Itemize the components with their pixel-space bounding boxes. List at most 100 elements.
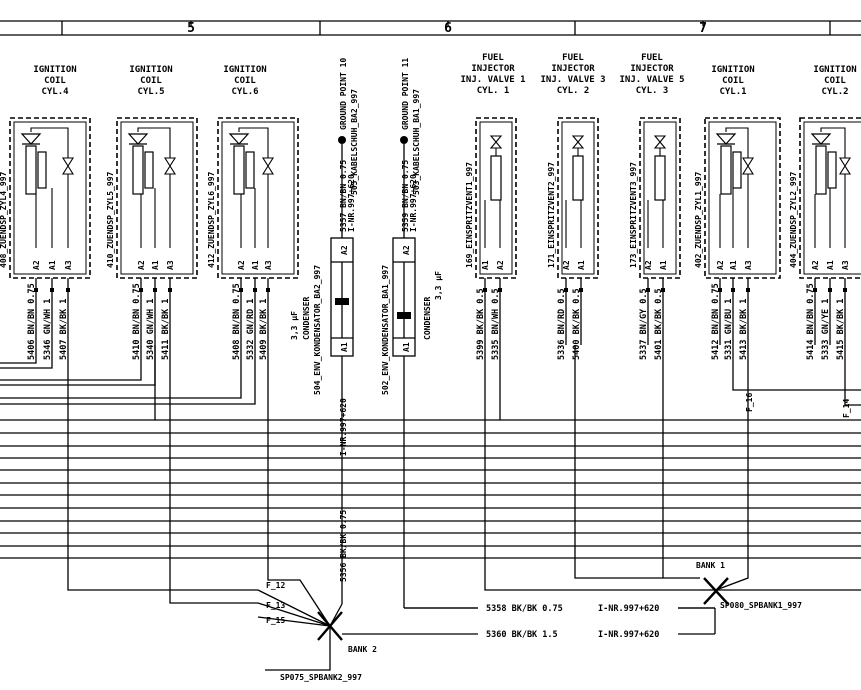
- condenser-ba1-pin-a2: A2: [402, 245, 411, 255]
- diode-icon: [127, 133, 149, 145]
- wire-label: 5407 BK/BK 1: [59, 299, 69, 360]
- label-f15: F_15: [266, 616, 285, 625]
- label-f14: F_14: [842, 399, 851, 418]
- diode-icon: [810, 133, 832, 145]
- pin-label: A2: [562, 260, 571, 270]
- component-title-line: INJECTOR: [471, 64, 515, 74]
- ground-point-10-wire: 5357 BN/BN 0.75: [339, 160, 348, 232]
- condenser-ba1: A2 A1 502_ENV_KONDENSATOR_BA1_997 CONDEN…: [381, 218, 715, 609]
- component-label: 402_ZUENDSP_ZYL1_997: [694, 171, 703, 268]
- ground-point-11-ref: I-NR.997+620: [409, 174, 418, 232]
- ground-point-10: GROUND POINT 10 505_KABELSCHUH_BA2_997 5…: [338, 58, 359, 232]
- condenser-ba1-name: CONDENSER: [423, 296, 432, 340]
- pin-label: A2: [32, 260, 41, 270]
- pin-label: A1: [826, 260, 835, 270]
- wire-label: 5409 BK/BK 1: [259, 299, 269, 360]
- bank1-ground-wires: BANK 1 SP080_SPBANK1_997 F_16 F_14: [484, 345, 861, 610]
- component-label: 410_ZUENDSP_ZYL5_997: [106, 171, 115, 268]
- condenser-ba2-label: 504_ENV_KONDENSATOR_BA2_997: [313, 265, 322, 395]
- condenser-ba2-pin-a2: A2: [340, 245, 349, 255]
- bank-ground-return: 5358 BK/BK 0.75 I-NR.997+620 5360 BK/BK …: [342, 602, 716, 640]
- wire-label: 5412 BN/BN 0.75: [711, 283, 721, 360]
- component-title-line: COIL: [44, 76, 66, 86]
- pin-label: A3: [64, 260, 73, 270]
- pin-label: A2: [811, 260, 820, 270]
- splice-sp080-label: SP080_SPBANK1_997: [720, 601, 802, 610]
- pin-label: A2: [496, 260, 505, 270]
- component-title-line: IGNITION: [33, 65, 76, 75]
- component-label: 412_ZUENDSP_ZYL6_997: [207, 171, 216, 268]
- wire-label: 5336 BN/RD 0.5: [557, 288, 567, 360]
- component-title-line: COIL: [824, 76, 846, 86]
- component-label: 169_EINSPRITZVENT1_997: [465, 162, 474, 268]
- component-label: 173_EINSPRITZVENT3_997: [629, 162, 638, 268]
- wire-label: 5332 GN/RD 1: [246, 299, 256, 360]
- wire-label: 5333 GN/YE 1: [821, 299, 831, 360]
- wire-5358-ref: I-NR.997+620: [598, 604, 659, 614]
- ground-point-10-title: GROUND POINT 10: [339, 58, 348, 130]
- component-title-line: CYL.6: [231, 87, 258, 97]
- zone-7: 7: [699, 21, 707, 36]
- spark-icon: [62, 157, 74, 175]
- wire-label: 5414 BN/BN 0.75: [806, 283, 816, 360]
- pin-label: A2: [137, 260, 146, 270]
- component-label: 171_EINSPRITZVENT2_997: [547, 162, 556, 268]
- pin-label: A3: [264, 260, 273, 270]
- ground-terminal-icon: [338, 136, 346, 144]
- component-label: 404_ZUENDSP_ZYL2_997: [789, 171, 798, 268]
- ground-point-10-label: 505_KABELSCHUH_BA2_997: [350, 89, 359, 195]
- zone-6: 6: [444, 21, 452, 36]
- condenser-ba2-value: 3,3 µF: [290, 311, 299, 340]
- pin-label: A3: [841, 260, 850, 270]
- spark-icon: [839, 157, 851, 175]
- component-title-line: IGNITION: [813, 65, 856, 75]
- wire-label: 5335 BN/WH 0.5: [491, 288, 501, 360]
- diode-icon: [20, 133, 42, 145]
- diode-icon: [228, 133, 250, 145]
- condenser-ba1-value: 3,3 µF: [434, 271, 443, 300]
- valve-icon: [489, 135, 503, 149]
- pin-label: A1: [481, 260, 490, 270]
- wire-5360-ref: I-NR.997+620: [598, 630, 659, 640]
- label-f12: F_12: [266, 581, 285, 590]
- label-f13: F_13: [266, 601, 285, 610]
- component-title-line: CYL. 1: [477, 86, 510, 96]
- zone-5: 5: [187, 21, 195, 36]
- wire-label: 5415 BK/BK 1: [836, 299, 846, 360]
- component-title-line: CYL.1: [719, 87, 746, 97]
- wire-label: 5408 BN/BN 0.75: [232, 283, 242, 360]
- condenser-ba2-wire-ref: I-NR.997+620: [339, 398, 348, 456]
- component-title-line: FUEL: [562, 53, 584, 63]
- component-title-line: INJ. VALVE 1: [460, 75, 525, 85]
- component-title-line: CYL.2: [821, 87, 848, 97]
- wire-label: 5346 GN/WH 1: [43, 299, 53, 360]
- ground-point-11-title: GROUND POINT 11: [401, 58, 410, 130]
- ground-point-10-ref: I-NR.997+620: [347, 174, 356, 232]
- pin-label: A1: [251, 260, 260, 270]
- wire-label: 5337 BN/GY 0.5: [639, 288, 649, 360]
- splice-bank2-label: BANK 2: [348, 645, 377, 654]
- wire-label: 5399 BK/BK 0.5: [476, 288, 486, 360]
- ground-terminal-icon: [400, 136, 408, 144]
- component-title-line: CYL. 3: [636, 86, 669, 96]
- component-title-line: CYL.4: [41, 87, 69, 97]
- spark-icon: [262, 157, 274, 175]
- component-title-line: FUEL: [482, 53, 504, 63]
- component-title-line: INJ. VALVE 3: [540, 75, 605, 85]
- pin-label: A2: [237, 260, 246, 270]
- wire-label: 5340 GN/WH 1: [146, 299, 156, 360]
- component-title-line: INJECTOR: [551, 64, 595, 74]
- component-title-line: COIL: [722, 76, 744, 86]
- pin-label: A2: [644, 260, 653, 270]
- pin-label: A1: [151, 260, 160, 270]
- spark-icon: [742, 157, 754, 175]
- component-title-line: INJECTOR: [630, 64, 674, 74]
- component-title-line: IGNITION: [223, 65, 266, 75]
- pin-label: A1: [729, 260, 738, 270]
